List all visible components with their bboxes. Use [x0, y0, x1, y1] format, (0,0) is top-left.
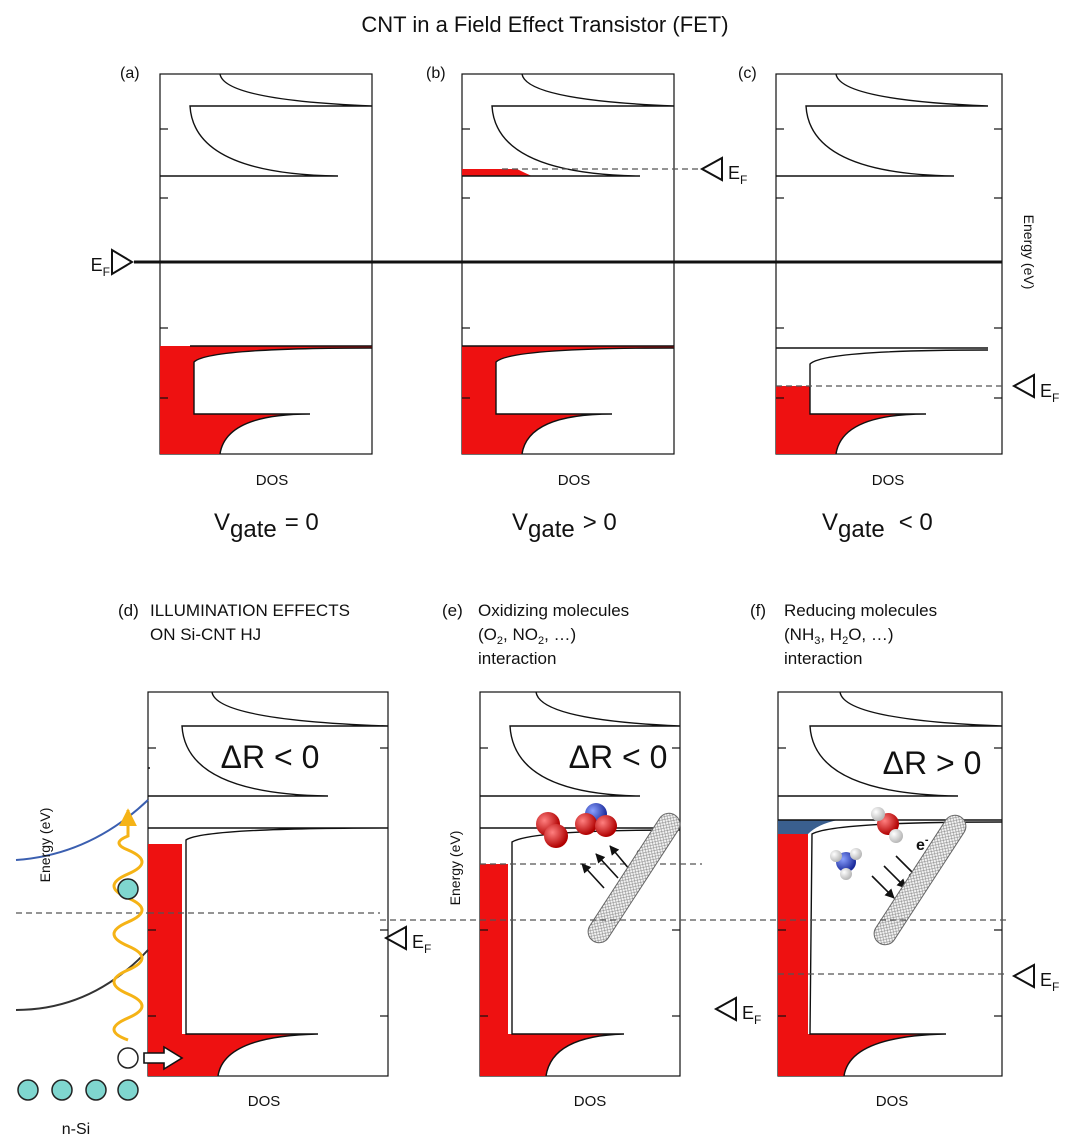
- dos-label-c: DOS: [872, 472, 905, 489]
- hole-transfer-arrow-icon: [143, 1045, 184, 1071]
- nanotube-icon: [873, 814, 967, 946]
- heading-e: (e) Oxidizing molecules (O2, NO2, …) int…: [442, 601, 629, 668]
- nanotube-icon: [587, 812, 681, 944]
- panel-e-ticks: [480, 747, 680, 1017]
- panel-d-fill: [148, 844, 318, 1076]
- panel-f-ticks: [778, 747, 1002, 1017]
- panel-e-fill: [480, 864, 624, 1076]
- dos-label-a: DOS: [256, 472, 289, 489]
- panel-a-frame: [159, 73, 373, 455]
- heading-d: (d) ILLUMINATION EFFECTS ON Si-CNT HJ: [118, 601, 350, 644]
- ef-marker-e: EF: [713, 996, 761, 1027]
- svg-text:interaction: interaction: [478, 649, 556, 668]
- svg-text:(e): (e): [442, 601, 463, 620]
- panel-e: [479, 691, 681, 1077]
- vgate-label-b: Vgate> 0: [512, 509, 617, 543]
- panel-a-fill-valence: [160, 346, 372, 454]
- si-valence-band: [15, 949, 149, 1011]
- electron-label-f: e-: [916, 834, 929, 854]
- svg-text:EF: EF: [91, 255, 110, 279]
- panel-b-fill-valence: [462, 346, 674, 454]
- si-band-diagram: Energy (eV) n-Si: [15, 799, 184, 1138]
- panel-a-dos-curve: [160, 73, 373, 455]
- svg-text:EF: EF: [728, 163, 747, 187]
- dos-label-f: DOS: [876, 1093, 909, 1110]
- svg-text:(NH3, H2O, …): (NH3, H2O, …): [784, 625, 894, 647]
- delta-r-e: ΔR < 0: [569, 739, 668, 775]
- svg-text:EF: EF: [1040, 970, 1059, 994]
- panel-b-fill-conduction: [462, 169, 532, 176]
- panel-c-dos-curve: [776, 73, 989, 455]
- energy-axis-label-e: Energy (eV): [447, 831, 463, 906]
- panel-f-dos-curve: [778, 691, 1003, 1077]
- svg-text:EF: EF: [742, 1003, 761, 1027]
- panel-e-dos-curve: [480, 691, 681, 1077]
- panel-b-dos-curve: [462, 73, 675, 455]
- ef-marker-left: EF: [91, 248, 134, 279]
- energy-axis-label-top: Energy (eV): [1021, 215, 1037, 290]
- dos-label-b: DOS: [558, 472, 591, 489]
- panel-a: [159, 73, 373, 455]
- svg-text:(O2, NO2, …): (O2, NO2, …): [478, 625, 576, 647]
- panel-f-fill: [778, 832, 946, 1076]
- heading-f: (f) Reducing molecules (NH3, H2O, …) int…: [750, 601, 937, 668]
- reducing-molecules-illustration: e-: [830, 807, 967, 946]
- label-c: (c): [738, 65, 757, 82]
- dos-label-d: DOS: [248, 1093, 281, 1110]
- electron-icon: [117, 878, 139, 900]
- ef-marker-d: EF: [383, 925, 431, 956]
- svg-text:EF: EF: [412, 932, 431, 956]
- ef-marker-f: EF: [1011, 963, 1059, 994]
- svg-text:(f): (f): [750, 601, 766, 620]
- svg-text:interaction: interaction: [784, 649, 862, 668]
- svg-text:(d): (d): [118, 601, 139, 620]
- panel-d-ticks: [148, 747, 388, 1017]
- panel-c: [775, 73, 1003, 455]
- vgate-label-a: Vgate= 0: [214, 509, 319, 543]
- panel-c-frame: [775, 73, 1003, 455]
- nsi-label: n-Si: [62, 1121, 90, 1138]
- panel-f: [777, 691, 1003, 1077]
- vgate-label-c: Vgate< 0: [822, 509, 933, 543]
- panel-d-dos-curve: [148, 691, 389, 1077]
- label-b: (b): [426, 65, 446, 82]
- panel-b-frame: [461, 73, 675, 455]
- delta-r-d: ΔR < 0: [221, 739, 320, 775]
- nsi-electron-icon: [117, 1079, 139, 1101]
- light-wave-icon: [112, 808, 144, 1042]
- nsi-electron-icon: [51, 1079, 73, 1101]
- nsi-electron-icon: [17, 1079, 39, 1101]
- svg-text:EF: EF: [1040, 381, 1059, 405]
- delta-r-f: ΔR > 0: [883, 745, 982, 781]
- dos-label-e: DOS: [574, 1093, 607, 1110]
- hole-icon: [117, 1047, 139, 1069]
- svg-text:ILLUMINATION EFFECTS: ILLUMINATION EFFECTS: [150, 601, 350, 620]
- nsi-electron-icon: [85, 1079, 107, 1101]
- ef-marker-b: EF: [699, 156, 747, 187]
- energy-axis-label-d: Energy (eV): [37, 808, 53, 883]
- oxidizing-molecules-illustration: e-: [536, 803, 681, 944]
- panel-f-blue-fill: [778, 820, 838, 834]
- label-a: (a): [120, 65, 140, 82]
- figure-title: CNT in a Field Effect Transistor (FET): [361, 12, 728, 37]
- panel-c-fill-valence: [776, 386, 926, 454]
- panel-b: [461, 73, 702, 455]
- svg-text:ON Si-CNT HJ: ON Si-CNT HJ: [150, 625, 261, 644]
- ef-marker-c: EF: [1011, 373, 1059, 405]
- svg-text:Oxidizing molecules: Oxidizing molecules: [478, 601, 629, 620]
- svg-text:Reducing molecules: Reducing molecules: [784, 601, 937, 620]
- top-row-ticks: [160, 128, 1002, 399]
